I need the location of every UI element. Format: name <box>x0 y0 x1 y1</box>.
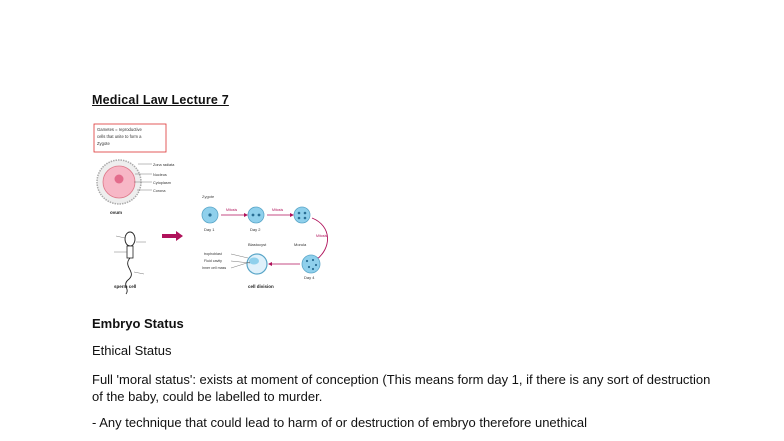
day-label: Day 4 <box>304 275 315 280</box>
bullet-point: - Any technique that could lead to harm … <box>92 415 588 430</box>
morula-label: Morula <box>294 242 307 247</box>
blastocyst-part: Inner cell mass <box>202 266 226 270</box>
zygote-label: Zygote <box>202 194 215 199</box>
blastocyst-label: Blastocyst <box>248 242 267 247</box>
mitosis-label: Mitosis <box>272 208 283 212</box>
sperm-caption: sperm cell <box>114 284 136 289</box>
ovum-label: Nucleus <box>153 173 167 177</box>
svg-text:Zygote: Zygote <box>97 141 110 146</box>
ovum-caption: ovum <box>110 210 122 215</box>
ovum-label: Zona radiata <box>153 163 175 167</box>
blastocyst-cell <box>246 253 268 275</box>
ovum-illustration <box>96 159 152 205</box>
embryo-development-figure: Gametes = reproductive cells that unite … <box>93 123 328 295</box>
mitosis-label: Mitosis <box>226 208 237 212</box>
blastocyst-part: trophoblast <box>204 252 222 256</box>
division-caption: cell division <box>248 284 274 289</box>
note-box <box>93 123 167 153</box>
day-label: Day 2 <box>250 227 261 232</box>
sperm-illustration <box>114 231 146 295</box>
note-text: Gametes = reproductive <box>97 127 142 132</box>
cell-day-3 <box>293 206 311 224</box>
ovum-label: Cytoplasm <box>153 181 171 185</box>
document-title: Medical Law Lecture 7 <box>92 93 229 107</box>
subheading: Ethical Status <box>92 343 172 358</box>
blastocyst-part: Fluid cavity <box>204 259 222 263</box>
arrow-icon <box>162 231 183 241</box>
mitosis-label: Mitosis <box>316 234 327 238</box>
day-label: Day 1 <box>204 227 215 232</box>
section-heading: Embryo Status <box>92 316 184 331</box>
cell-day-1 <box>201 206 219 224</box>
cell-day-2 <box>247 206 265 224</box>
morula-cell <box>301 254 321 274</box>
moral-status-paragraph: Full 'moral status': exists at moment of… <box>92 372 711 404</box>
svg-text:cells that unite to form a: cells that unite to form a <box>97 134 142 139</box>
ovum-label: Corona <box>153 189 166 193</box>
